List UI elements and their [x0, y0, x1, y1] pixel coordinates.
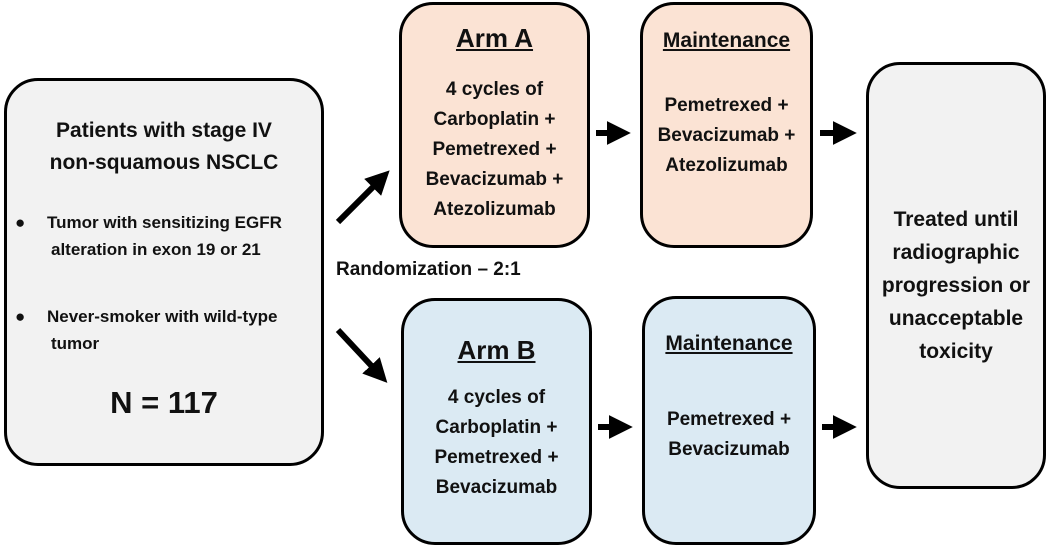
regimen-line: Bevacizumab +	[425, 169, 564, 190]
population-title-line: Patients with stage IV	[56, 119, 272, 142]
outcome-line: radiographic	[892, 241, 1020, 264]
arm-b-regimen: 4 cycles of Carboplatin + Pemetrexed + B…	[404, 383, 589, 503]
outcome-line: unacceptable	[888, 307, 1024, 330]
arrow-to-arm-a	[335, 170, 390, 225]
outcome-line: progression or	[881, 274, 1031, 297]
population-title: Patients with stage IV non-squamous NSCL…	[7, 115, 321, 179]
regimen-line: Bevacizumab	[435, 477, 558, 498]
regimen-line: Carboplatin +	[435, 417, 558, 438]
population-box: Patients with stage IV non-squamous NSCL…	[4, 78, 324, 466]
arm-b-title: Arm B	[457, 335, 536, 365]
regimen-line: Pemetrexed +	[434, 447, 559, 468]
regimen-line: Bevacizumab +	[657, 125, 796, 146]
regimen-line: 4 cycles of	[447, 387, 546, 408]
maintenance-b-regimen: Pemetrexed + Bevacizumab	[645, 405, 813, 465]
maintenance-b-title: Maintenance	[665, 332, 793, 355]
maintenance-b-box: Maintenance Pemetrexed + Bevacizumab	[642, 296, 816, 545]
bullet-line: tumor	[51, 334, 100, 353]
maintenance-a-regimen: Pemetrexed + Bevacizumab + Atezolizumab	[643, 91, 810, 181]
outcome-line: toxicity	[919, 340, 993, 363]
bullet-line: Tumor with sensitizing EGFR	[47, 213, 282, 232]
regimen-line: Pemetrexed +	[664, 95, 789, 116]
regimen-line: Bevacizumab	[668, 439, 790, 460]
maintenance-a-box: Maintenance Pemetrexed + Bevacizumab + A…	[640, 2, 813, 248]
population-title-line: non-squamous NSCLC	[49, 151, 279, 174]
regimen-line: Pemetrexed +	[432, 139, 557, 160]
regimen-line: Atezolizumab	[665, 155, 788, 176]
outcome-line: Treated until	[893, 208, 1019, 231]
maintenance-a-title: Maintenance	[662, 29, 791, 52]
regimen-line: Carboplatin +	[433, 109, 556, 130]
randomization-label: Randomization – 2:1	[336, 259, 521, 280]
bullet-line: alteration in exon 19 or 21	[51, 240, 261, 259]
outcome-text: Treated until radiographic progression o…	[869, 203, 1043, 368]
outcome-box: Treated until radiographic progression o…	[866, 62, 1046, 489]
arm-b-box: Arm B 4 cycles of Carboplatin + Pemetrex…	[401, 298, 592, 545]
bullet-line: Never-smoker with wild-type	[47, 307, 278, 326]
arrow-to-arm-b	[335, 327, 388, 383]
regimen-line: Atezolizumab	[433, 199, 556, 220]
regimen-line: 4 cycles of	[445, 79, 544, 100]
sample-size-label: N = 117	[110, 385, 218, 420]
regimen-line: Pemetrexed +	[666, 409, 792, 430]
arm-a-box: Arm A 4 cycles of Carboplatin + Pemetrex…	[399, 2, 590, 248]
arm-a-regimen: 4 cycles of Carboplatin + Pemetrexed + B…	[402, 75, 587, 225]
arm-a-title: Arm A	[455, 23, 534, 53]
